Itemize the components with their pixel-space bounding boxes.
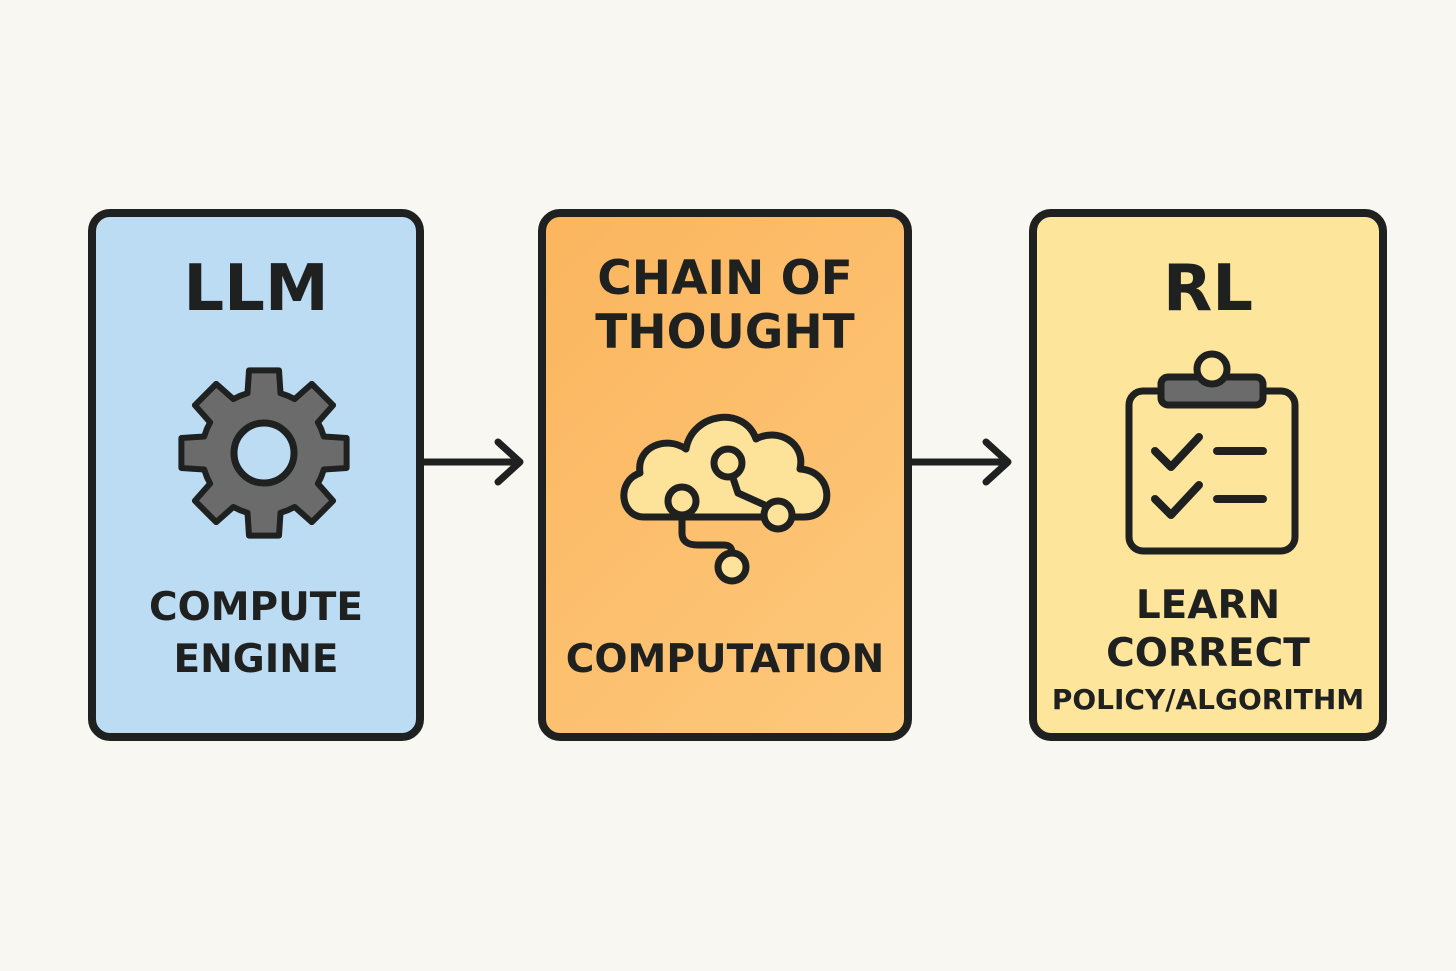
rl-caption-small: POLICY/ALGORITHM: [1051, 683, 1365, 716]
cloud-network-icon: [620, 413, 831, 585]
rl-title: RL: [1162, 252, 1254, 326]
arrow-right-icon: [424, 438, 524, 486]
llm-caption-line-1: COMPUTE: [148, 585, 364, 630]
llm-card: LLM COMPUTE ENGINE: [88, 209, 424, 741]
gear-hole: [230, 419, 298, 487]
rl-caption-line-2: CORRECT: [1106, 631, 1310, 676]
clipboard-checklist-icon: [1125, 350, 1299, 555]
cot-title-line-1: CHAIN OF: [597, 251, 853, 306]
chain-of-thought-card: CHAIN OF THOUGHT COMPUTATION: [538, 209, 912, 741]
llm-caption-line-2: ENGINE: [173, 637, 339, 682]
rl-caption-line-1: LEARN: [1135, 583, 1281, 628]
cot-caption: COMPUTATION: [565, 637, 885, 682]
gear-icon: [178, 367, 350, 539]
arrow-right-icon: [912, 438, 1012, 486]
rl-card: RL LEARN CORRECT POLICY/ALGORITHM: [1029, 209, 1387, 741]
cot-title-line-2: THOUGHT: [595, 305, 855, 360]
llm-title: LLM: [183, 252, 329, 326]
